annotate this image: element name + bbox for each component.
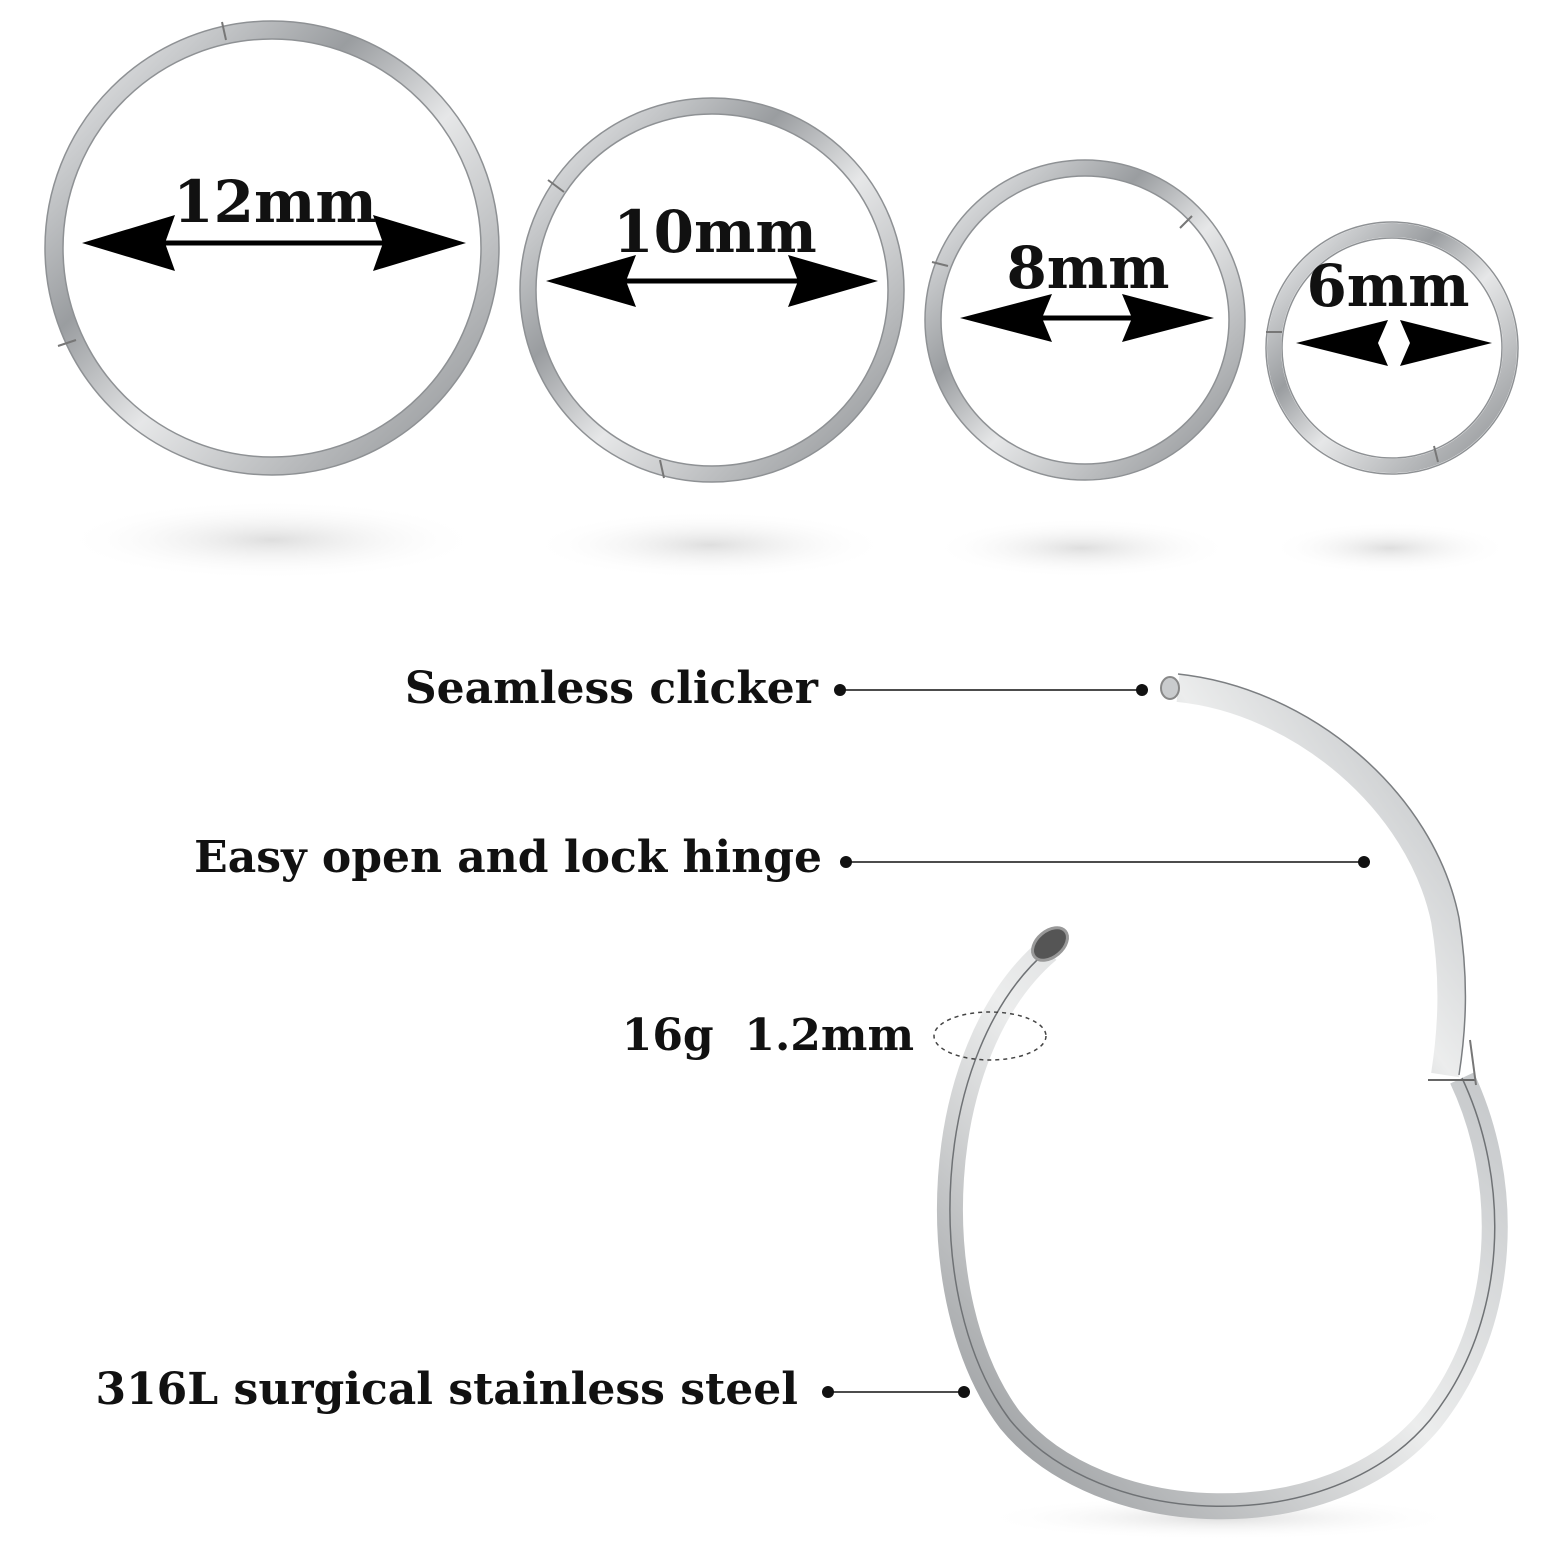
arrow-left-icon — [1296, 320, 1388, 366]
feature-label-seamless-clicker: Seamless clicker — [405, 663, 819, 714]
clicker-arm-edge — [1177, 673, 1467, 1076]
ring-12mm: 12mm — [44, 20, 500, 580]
callout-material: 316L surgical stainless steel — [95, 1364, 970, 1415]
arrow-left-icon — [82, 215, 175, 271]
ring-seam — [1433, 445, 1439, 463]
arrow-right-icon — [788, 255, 878, 307]
ring-body-edge — [949, 949, 1496, 1507]
ring-edge — [1281, 237, 1503, 459]
arrow-left-icon — [960, 294, 1052, 342]
callout-dot — [1358, 856, 1370, 868]
size-label-6mm: 6mm — [1306, 252, 1469, 320]
ring-body — [937, 940, 1508, 1520]
ring-outer — [925, 160, 1245, 480]
ring-edge — [940, 175, 1230, 465]
ring-reflection — [62, 500, 482, 580]
size-label-8mm: 8mm — [1006, 234, 1169, 302]
callout-gauge: 16g 1.2mm — [622, 1010, 914, 1061]
ring-edge — [44, 20, 500, 476]
ring-10mm: 10mm — [519, 97, 905, 579]
gauge-indicator — [933, 1011, 1047, 1061]
callout-seamless-clicker: Seamless clicker — [405, 663, 1148, 714]
ring-edge — [62, 38, 482, 458]
ring-seam — [57, 339, 77, 347]
arrow-right-icon — [1122, 294, 1214, 342]
size-label-12mm: 12mm — [173, 168, 376, 236]
ring-outer — [45, 21, 499, 475]
arrow-right-icon — [373, 215, 466, 271]
clicker-arm — [1176, 674, 1466, 1078]
feature-label-material: 316L surgical stainless steel — [95, 1364, 798, 1415]
callout-dot — [958, 1386, 970, 1398]
clicker-tip — [1160, 676, 1180, 700]
ring-reflection — [932, 518, 1232, 578]
ring-open-end — [1031, 926, 1069, 962]
ring-reflection — [530, 511, 890, 579]
ring-8mm: 8mm — [924, 159, 1246, 578]
callout-hinge: Easy open and lock hinge — [194, 832, 1370, 883]
callout-dot — [1136, 684, 1148, 696]
ring-edge — [519, 97, 905, 483]
feature-label-hinge: Easy open and lock hinge — [194, 832, 822, 883]
open-hinge-ring — [933, 673, 1508, 1540]
ring-edge — [924, 159, 1246, 481]
hinge-joint — [1469, 1039, 1477, 1086]
ring-seam — [659, 459, 665, 479]
ring-edge — [1265, 221, 1519, 475]
ring-outer — [1267, 223, 1517, 473]
ring-seam — [547, 179, 565, 193]
ring-reflection — [1270, 522, 1510, 574]
feature-label-gauge: 16g 1.2mm — [622, 1010, 914, 1061]
ring-outer — [520, 98, 904, 482]
ring-seam — [221, 21, 227, 41]
arrow-left-icon — [546, 255, 636, 307]
ring-6mm: 6mm — [1265, 221, 1519, 574]
ring-edge — [535, 113, 889, 467]
size-label-10mm: 10mm — [613, 198, 816, 266]
arrow-right-icon — [1400, 320, 1492, 366]
ring-seam — [931, 261, 949, 267]
ring-seam — [1179, 215, 1193, 229]
